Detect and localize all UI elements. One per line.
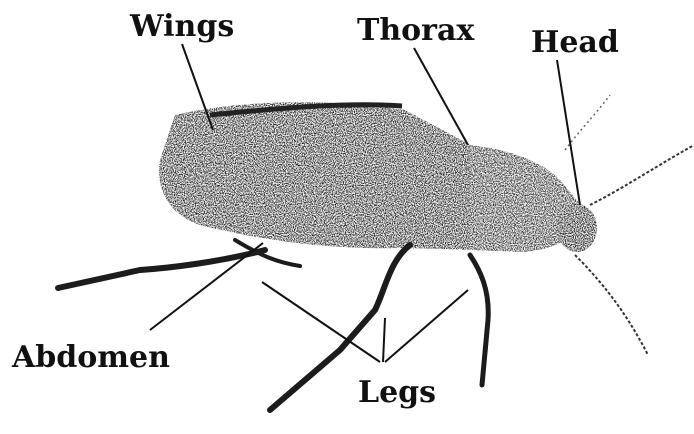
head-shape [557, 204, 597, 252]
leg-front [470, 255, 488, 385]
leader-legs-3 [385, 290, 468, 362]
label-abdomen: Abdomen [12, 343, 170, 373]
leader-legs-2 [383, 318, 385, 362]
antenna-upper-tip [565, 95, 610, 150]
label-head: Head [531, 28, 619, 58]
cockroach-body [159, 102, 597, 252]
leader-abdomen [150, 243, 263, 330]
antenna-lower [575, 255, 648, 355]
label-wings: Wings [130, 12, 234, 42]
leg-hind [58, 250, 265, 288]
label-legs: Legs [358, 378, 436, 408]
label-thorax: Thorax [357, 16, 474, 46]
antenna-upper [590, 145, 694, 205]
